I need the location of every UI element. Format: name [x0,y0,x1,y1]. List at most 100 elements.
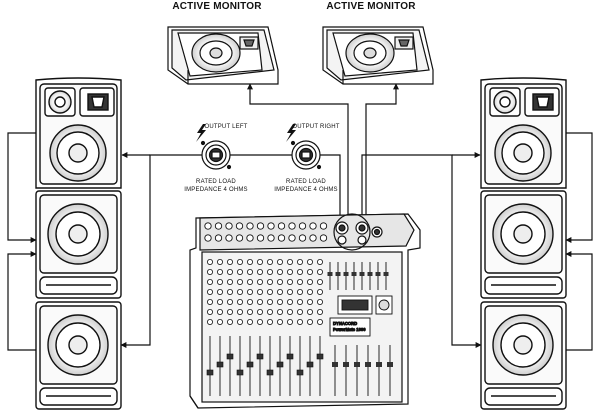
mixer-jack [214,234,223,242]
eq-slider-cap [343,272,349,276]
mixer-jack [246,234,254,242]
impedance-right-label: IMPEDANCE 4 OHMS [274,187,338,193]
mixer-jack [298,234,307,242]
channel-knob [206,318,213,325]
monitor-left-label: ACTIVE MONITOR [172,1,262,12]
fader-cap [246,361,254,368]
master-fader-cap [387,362,393,367]
wiring-left-chain [7,132,37,351]
channel-knob [296,278,303,285]
channel-knob [236,278,243,285]
master-fader-cap [376,362,382,367]
mixer-jack [298,222,307,230]
mixer-jack [277,222,286,230]
mixer-jack [204,234,212,242]
channel-knob [206,278,213,285]
channel-knob [316,298,323,305]
channel-knob [316,268,323,275]
channel-knob [306,268,313,275]
channel-knob [246,258,253,265]
mixer-jack [319,222,328,230]
mixer-channel-strips [206,258,393,396]
mixer-input-jacks [204,222,328,242]
mixer-jack [288,222,296,230]
channel-knob [256,278,263,285]
eq-slider-cap [335,272,341,276]
master-fader-cap [354,362,360,367]
channel-knob [236,298,243,305]
channel-knob [266,318,273,325]
channel-knob [226,308,233,315]
mixer-jack [309,222,317,230]
channel-knob [306,298,313,305]
channel-knob [256,268,263,275]
channel-knob [276,288,283,295]
channel-knob [206,258,213,265]
channel-knob [286,318,293,325]
channel-knob [276,298,283,305]
channel-knob [246,318,253,325]
channel-knob [236,258,243,265]
fader-cap [306,361,314,368]
speaker-stack-left [35,77,122,410]
channel-knob [296,268,303,275]
channel-knob [216,288,223,295]
mixer-model-label: PowerMate 1000 [333,327,366,332]
channel-knob [286,288,293,295]
channel-knob [206,298,213,305]
channel-knob [236,288,243,295]
eq-slider-cap [327,272,333,276]
channel-knob [296,298,303,305]
channel-knob [286,278,293,285]
channel-knob [226,278,233,285]
channel-knob [216,298,223,305]
mixer-jack [235,222,244,230]
channel-knob [236,318,243,325]
channel-knob [306,258,313,265]
mixer-jack [225,222,233,230]
rated-load-left-label: RATED LOAD [196,179,236,185]
channel-knob [316,278,323,285]
channel-knob [286,268,293,275]
fader-cap [216,361,224,368]
channel-knob [306,308,313,315]
channel-knob [216,268,223,275]
speaker-stack-right [480,77,567,410]
channel-knob [276,258,283,265]
active-monitor-right [322,26,434,85]
master-fader-cap [332,362,338,367]
mixer-jack [235,234,244,242]
channel-knob [226,258,233,265]
eq-slider-cap [383,272,389,276]
channel-knob [276,308,283,315]
mixer-brand-label: DYNACORD [333,321,357,326]
channel-knob [316,258,323,265]
fader-cap [266,369,274,376]
mixer-jack [267,222,275,230]
channel-knob [296,318,303,325]
speaker-left-top [35,77,122,189]
fader-cap [226,353,234,360]
output-left-label: OUTPUT LEFT [204,124,247,130]
channel-knob [256,258,263,265]
channel-knob [226,318,233,325]
channel-knob [256,288,263,295]
mixer-master-section: DYNACORD PowerMate 1000 [329,295,393,337]
channel-knob [216,318,223,325]
channel-knob [246,268,253,275]
channel-knob [266,288,273,295]
mixer-jack [288,234,296,242]
monitor-right-label: ACTIVE MONITOR [326,1,416,12]
rated-load-right-label: RATED LOAD [286,179,326,185]
channel-knob [306,278,313,285]
channel-knob [266,278,273,285]
channel-knob [266,258,273,265]
lightning-bolt-icon [196,124,206,142]
wiring-outputs [120,83,482,348]
fader-cap [256,353,264,360]
channel-knob [256,298,263,305]
eq-slider-cap [367,272,373,276]
channel-knob [236,268,243,275]
